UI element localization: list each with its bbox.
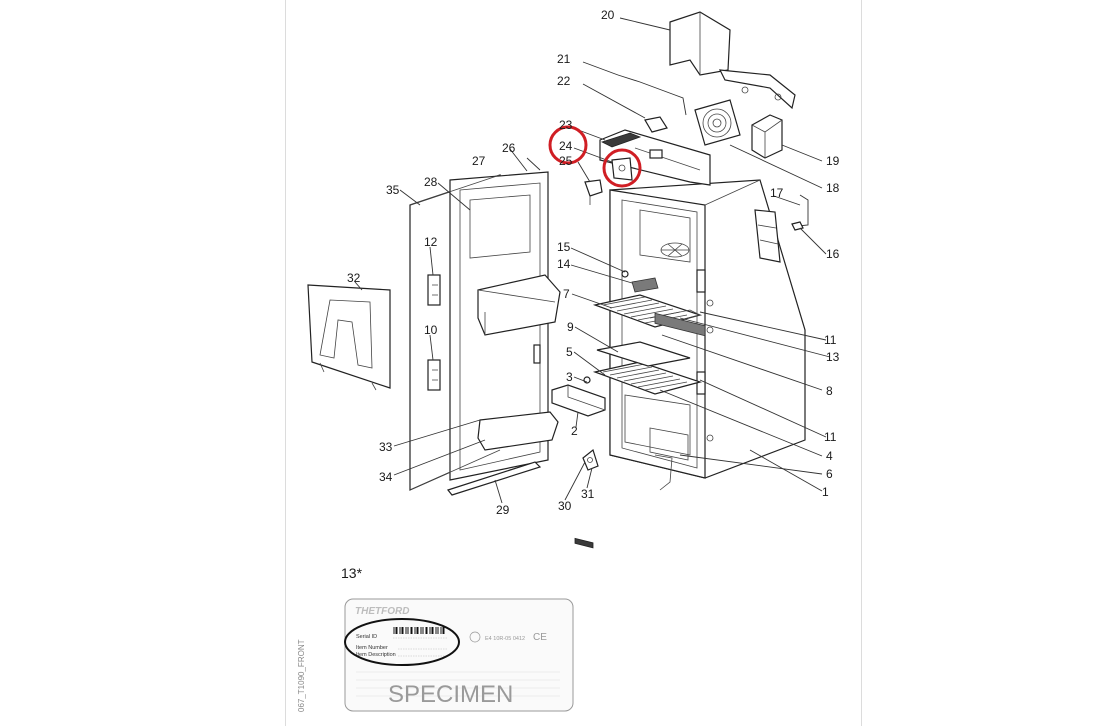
door-inner-liner [449, 171, 561, 481]
serial-plate: THETFORD Serial ID Item Number Item Desc… [344, 598, 574, 712]
callout-11a: 11 [824, 333, 837, 347]
part-21-wire [617, 74, 687, 116]
callout-12: 12 [424, 235, 438, 249]
serial-highlight-ellipse [344, 618, 460, 666]
callout-27: 27 [472, 154, 486, 168]
side-code: 067_T1090_FRONT [297, 639, 306, 712]
leader-lines [354, 17, 831, 504]
callout-25: 25 [559, 154, 573, 168]
inset-label: 13* [341, 565, 363, 581]
specimen-text: SPECIMEN [388, 681, 513, 708]
part-18-fan [694, 99, 741, 146]
part-24-bracket [611, 157, 633, 181]
barcode [393, 627, 448, 639]
callout-33: 33 [379, 440, 393, 454]
part-25-hinge [584, 179, 603, 205]
part-35-door-seal [409, 174, 501, 491]
callout-21: 21 [557, 52, 571, 66]
highlight-circle-24 [548, 125, 588, 165]
cert-mark: E4 10R-05 0412 [485, 636, 525, 642]
glass-plate [596, 341, 691, 367]
highlight-circle-bracket [602, 148, 642, 188]
callout-labels: 1 2 3 4 5 6 7 8 9 10 11 11 12 13 13 14 1… [347, 8, 840, 517]
callout-16: 16 [826, 247, 840, 261]
callout-23: 23 [559, 118, 573, 132]
part-20-cover [669, 11, 796, 110]
part-17-rod [797, 194, 809, 227]
part-29-rail [446, 461, 542, 496]
callout-18: 18 [826, 181, 840, 195]
callout-9: 9 [567, 320, 574, 334]
callout-19: 19 [826, 154, 840, 168]
callout-8: 8 [826, 384, 833, 398]
cert-e-mark-icon [469, 631, 481, 643]
fridge-cabinet [609, 179, 806, 491]
callout-31: 31 [581, 487, 595, 501]
serial-label: Serial ID [356, 634, 377, 640]
callout-4: 4 [826, 449, 833, 463]
callout-13a: 13 [826, 350, 840, 364]
part-22-clip [644, 116, 668, 133]
callout-20: 20 [601, 8, 615, 22]
callout-14: 14 [557, 257, 571, 271]
item-number-label: Item Number [356, 645, 388, 651]
callout-1: 1 [822, 485, 829, 499]
callout-2: 2 [571, 424, 578, 438]
callout-32: 32 [347, 271, 361, 285]
shelf-lower [592, 361, 703, 395]
callout-5: 5 [566, 345, 573, 359]
brand-logo: THETFORD [355, 606, 409, 617]
callout-29: 29 [496, 503, 510, 517]
part-32-panel [307, 284, 391, 391]
callout-15: 15 [557, 240, 571, 254]
callout-34: 34 [379, 470, 393, 484]
ce-mark: CE [533, 632, 547, 643]
callout-11b: 11 [824, 430, 837, 444]
part-19-block [751, 114, 783, 159]
callout-30: 30 [558, 499, 572, 513]
callout-7: 7 [563, 287, 570, 301]
callout-35: 35 [386, 183, 400, 197]
callout-17: 17 [770, 186, 784, 200]
part-2-3-handle [551, 376, 606, 549]
callout-22: 22 [557, 74, 571, 88]
callout-10: 10 [424, 323, 438, 337]
callout-3: 3 [566, 370, 573, 384]
callout-28: 28 [424, 175, 438, 189]
callout-26: 26 [502, 141, 516, 155]
part-30-31-hinge-bottom [582, 448, 599, 471]
callout-24: 24 [559, 139, 573, 153]
item-description-label: Item Description [356, 652, 396, 658]
callout-6: 6 [826, 467, 833, 481]
part-23-vent-panel [599, 129, 711, 337]
part-14-15-light [621, 270, 659, 293]
drawing-frame [285, 0, 862, 726]
